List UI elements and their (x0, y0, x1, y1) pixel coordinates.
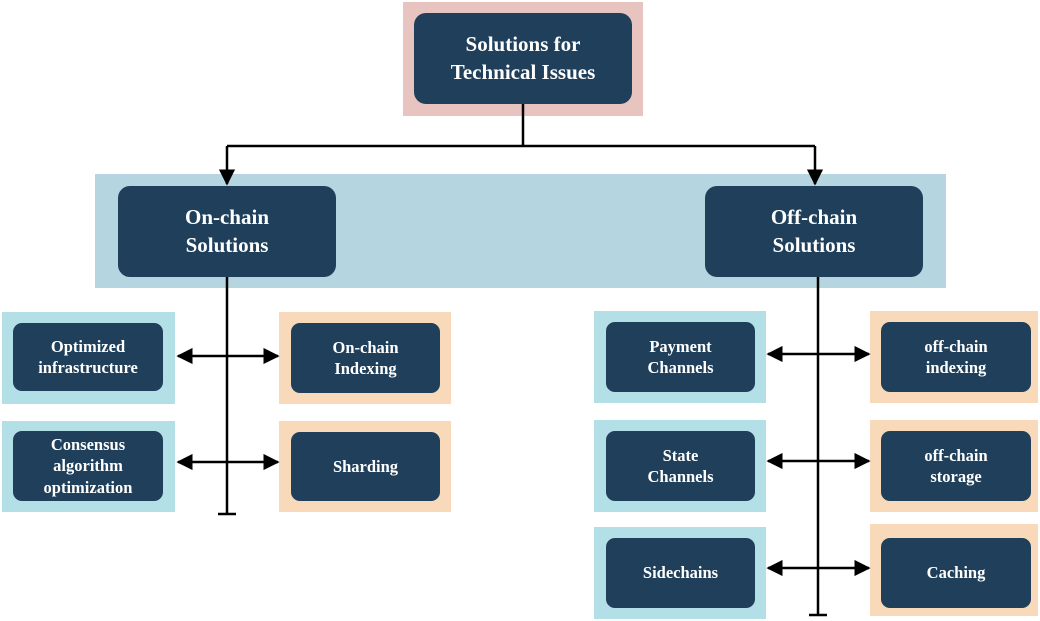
onchain-solutions-node: On-chain Solutions (118, 186, 336, 277)
offchain-indexing-node: off-chain indexing (881, 322, 1031, 392)
caching-node: Caching (881, 538, 1031, 608)
state-channels-node: State Channels (606, 431, 755, 501)
onchain-indexing-node: On-chain Indexing (291, 323, 440, 393)
sharding-node: Sharding (291, 432, 440, 501)
offchain-solutions-node: Off-chain Solutions (705, 186, 923, 277)
payment-channels-node: Payment Channels (606, 322, 755, 392)
consensus-optimization-node: Consensus algorithm optimization (13, 431, 163, 501)
offchain-storage-node: off-chain storage (881, 431, 1031, 501)
root-node: Solutions for Technical Issues (414, 13, 632, 104)
optimized-infrastructure-node: Optimized infrastructure (13, 323, 163, 391)
sidechains-node: Sidechains (606, 538, 755, 608)
